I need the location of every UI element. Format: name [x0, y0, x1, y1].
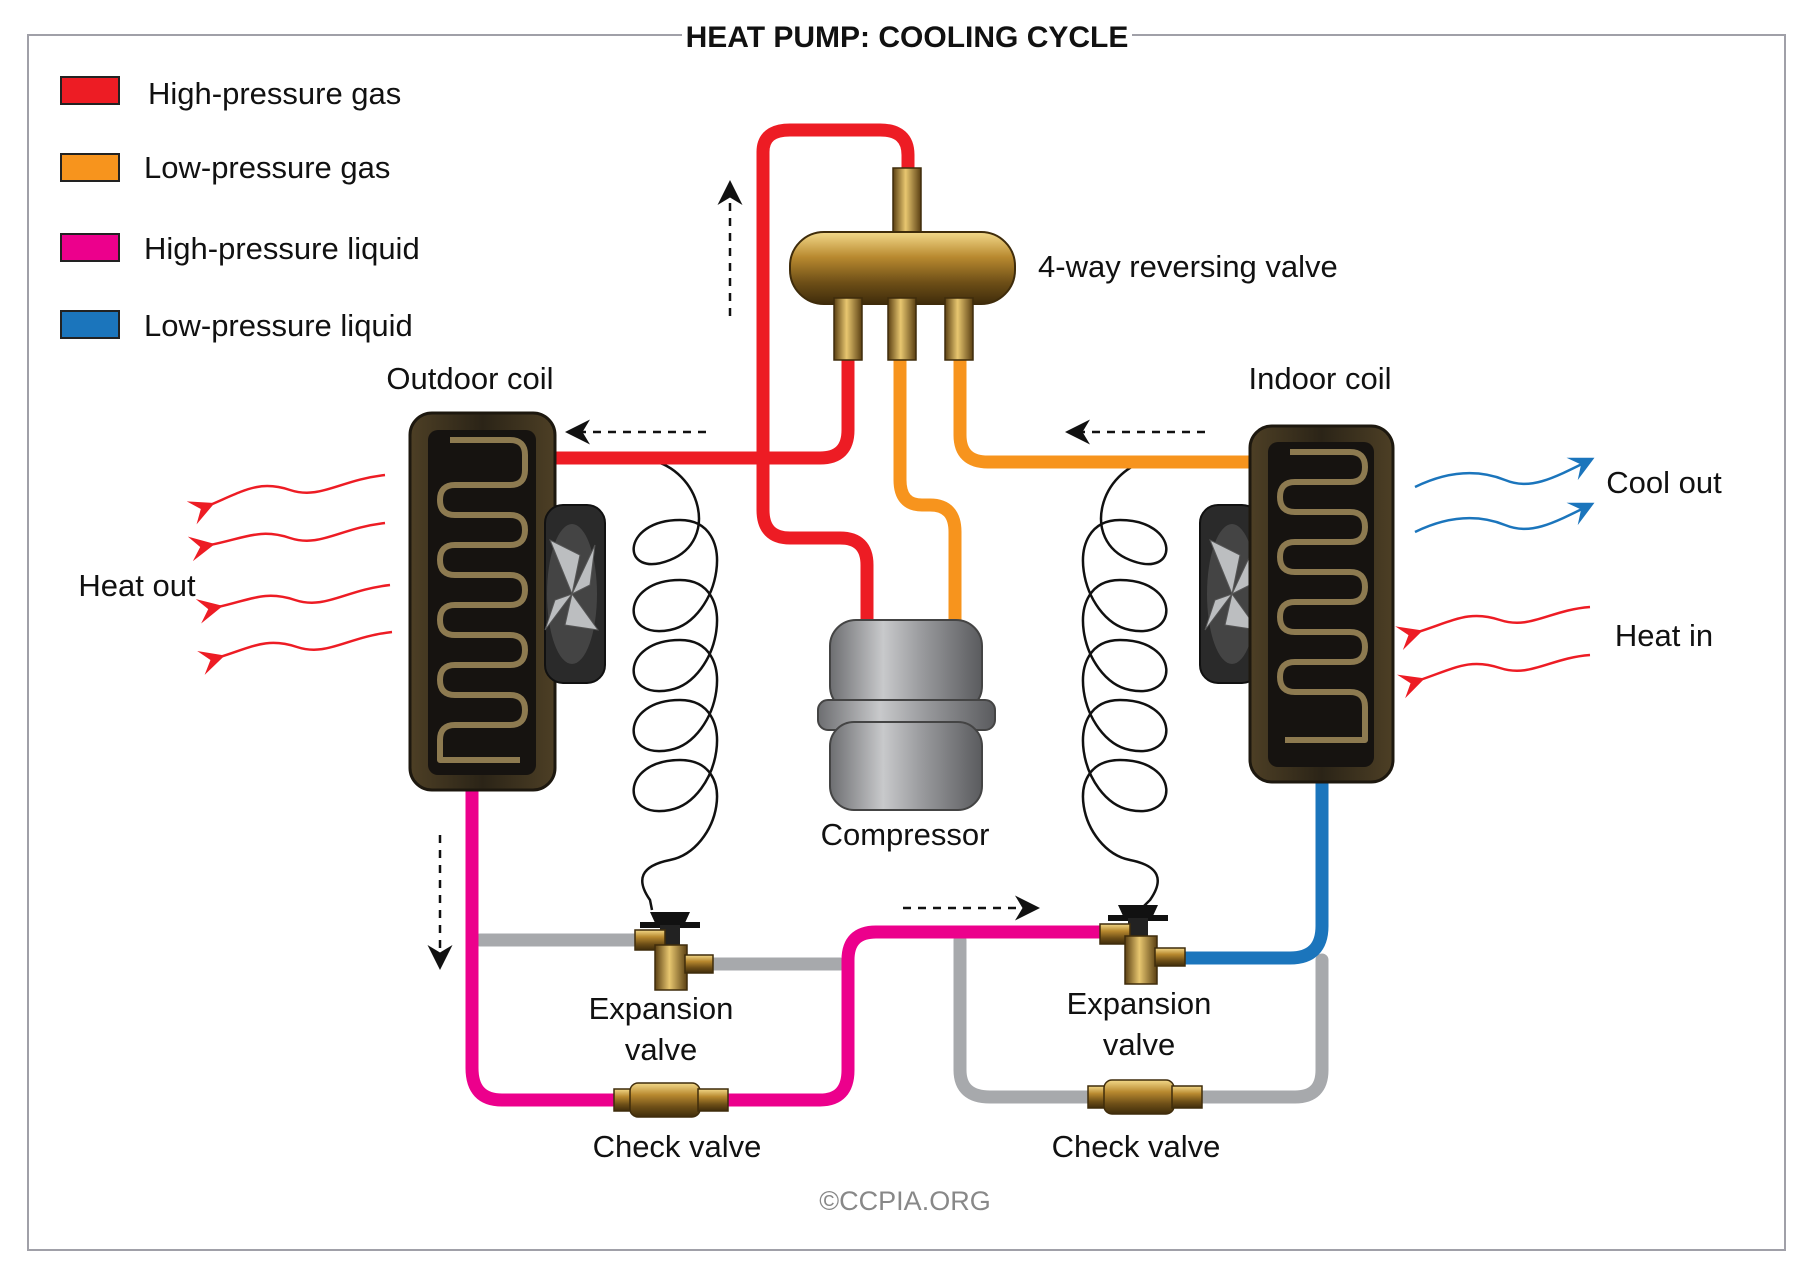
legend-item: High-pressure gas: [60, 76, 401, 111]
reversing-valve-label: 4-way reversing valve: [1038, 249, 1338, 284]
legend-label: High-pressure gas: [148, 76, 401, 111]
legend: High-pressure gas Low-pressure gas High-…: [60, 76, 420, 343]
legend-label: Low-pressure liquid: [144, 308, 413, 343]
check-valve-icon: [613, 1082, 729, 1118]
flow-arrows: [427, 180, 1205, 970]
capillary-tube-left: [632, 458, 719, 911]
heat-wave-icon: [195, 583, 391, 624]
pipe-high-pressure-liquid: [465, 773, 1107, 1107]
expansion-valve-icon: [1099, 905, 1186, 985]
cool-out-label: Cool out: [1606, 465, 1722, 500]
heat-in-label: Heat in: [1615, 618, 1713, 653]
heat-wave-icon: [197, 630, 393, 675]
legend-swatch-low-pressure-gas: [60, 153, 120, 182]
legend-swatch-low-pressure-liquid: [60, 310, 120, 339]
check-valve-left-label: Check valve: [593, 1129, 762, 1164]
legend-item: Low-pressure liquid: [60, 308, 413, 343]
fan-icon: [1199, 504, 1261, 684]
heat-wave-icon: [1414, 502, 1595, 534]
pipe-low-pressure-liquid: [1173, 773, 1329, 965]
heat-wave-icon: [187, 521, 386, 562]
heat-wave-icon: [186, 473, 386, 525]
inactive-pipes: [473, 933, 1329, 1104]
expansion-valve-right-label-line2: valve: [1103, 1027, 1175, 1062]
legend-item: High-pressure liquid: [60, 231, 420, 266]
expansion-valve-left-label-line2: valve: [625, 1032, 697, 1067]
indoor-coil-label: Indoor coil: [1248, 361, 1391, 396]
heat-wave-icon: [1395, 605, 1591, 651]
legend-swatch-high-pressure-liquid: [60, 233, 120, 262]
reversing-valve-icon: [789, 167, 1016, 361]
frame: [27, 34, 1786, 1251]
heat-wave-icon: [1397, 653, 1591, 699]
legend-label: Low-pressure gas: [144, 150, 390, 185]
pipe-low-pressure-gas: [893, 353, 1257, 627]
compressor-icon: [817, 619, 996, 811]
indoor-coil: [1199, 424, 1395, 784]
compressor-label: Compressor: [821, 817, 990, 852]
legend-item: Low-pressure gas: [60, 150, 390, 185]
capillary-tube-right: [1081, 458, 1168, 911]
check-valve-icon: [1087, 1079, 1203, 1115]
heat-out-waves: [186, 473, 393, 675]
fan-icon: [544, 504, 606, 684]
outdoor-coil: [408, 411, 606, 792]
heat-in-waves: [1395, 605, 1591, 699]
diagram-title: HEAT PUMP: COOLING CYCLE: [686, 21, 1129, 54]
copyright-label: ©CCPIA.ORG: [819, 1186, 990, 1216]
cool-out-waves: [1414, 457, 1595, 534]
expansion-valve-right-label-line1: Expansion: [1067, 986, 1212, 1021]
expansion-valve-icon: [634, 912, 714, 991]
pipe-high-pressure-gas: [543, 123, 915, 627]
heat-out-label: Heat out: [78, 568, 196, 603]
expansion-valve-left-label-line1: Expansion: [589, 991, 734, 1026]
outdoor-coil-label: Outdoor coil: [386, 361, 553, 396]
heat-wave-icon: [1414, 457, 1595, 489]
check-valve-right-label: Check valve: [1052, 1129, 1221, 1164]
legend-label: High-pressure liquid: [144, 231, 420, 266]
legend-swatch-high-pressure-gas: [60, 76, 120, 105]
